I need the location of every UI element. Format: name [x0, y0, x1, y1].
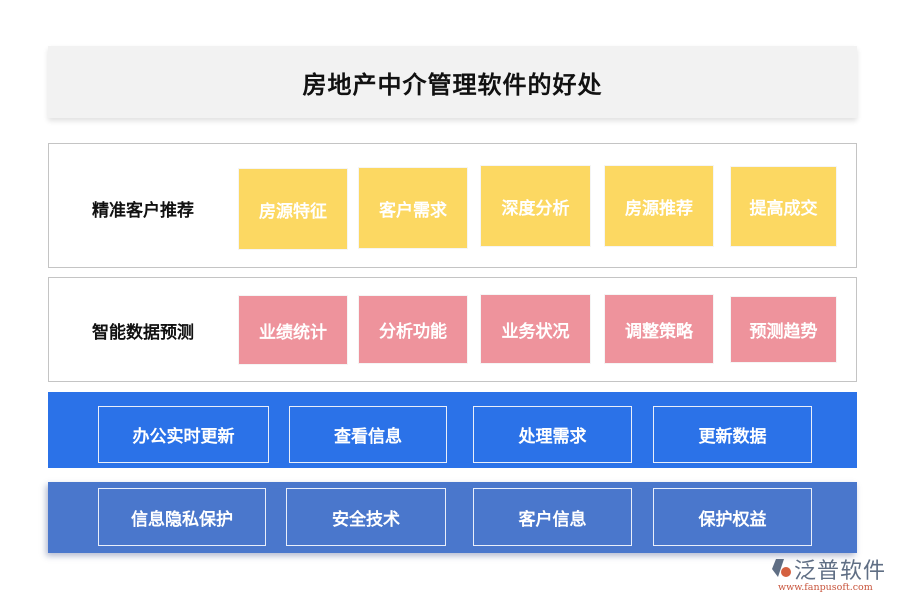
- tile: 客户需求: [358, 167, 468, 249]
- box: 客户信息: [473, 488, 632, 546]
- box: 信息隐私保护: [98, 488, 266, 546]
- tile: 调整策略: [604, 294, 714, 364]
- tile: 提高成交: [730, 166, 837, 247]
- logo-name: 泛普软件: [794, 559, 887, 584]
- box: 保护权益: [653, 488, 812, 546]
- section-smart-prediction: 智能数据预测 业绩统计 分析功能 业务状况 调整策略 预测趋势: [48, 277, 857, 382]
- title-bar: 房地产中介管理软件的好处: [48, 46, 857, 118]
- tile: 房源特征: [238, 168, 348, 250]
- section-label: 智能数据预测: [92, 323, 194, 343]
- box: 更新数据: [653, 406, 812, 463]
- box: 查看信息: [289, 406, 447, 463]
- fanpu-logo-icon: [772, 559, 791, 577]
- section-precise-recommendation: 精准客户推荐 房源特征 客户需求 深度分析 房源推荐 提高成交: [48, 143, 857, 268]
- tile: 业绩统计: [238, 295, 348, 365]
- logo-url: www.fanpusoft.com: [778, 582, 873, 593]
- tile: 预测趋势: [730, 296, 837, 363]
- section-label: 精准客户推荐: [92, 201, 194, 221]
- band-office-update: 办公实时更新 查看信息 处理需求 更新数据: [48, 392, 857, 468]
- box: 安全技术: [286, 488, 446, 546]
- band-privacy-protection: 信息隐私保护 安全技术 客户信息 保护权益: [48, 482, 857, 553]
- box: 处理需求: [473, 406, 632, 463]
- page-title: 房地产中介管理软件的好处: [302, 70, 603, 99]
- tile: 深度分析: [480, 165, 591, 247]
- tile: 房源推荐: [604, 165, 714, 247]
- box: 办公实时更新: [98, 406, 269, 463]
- tile: 业务状况: [480, 294, 591, 364]
- fanpu-logo: 泛普软件 www.fanpusoft.com: [772, 553, 898, 597]
- tile: 分析功能: [358, 295, 468, 364]
